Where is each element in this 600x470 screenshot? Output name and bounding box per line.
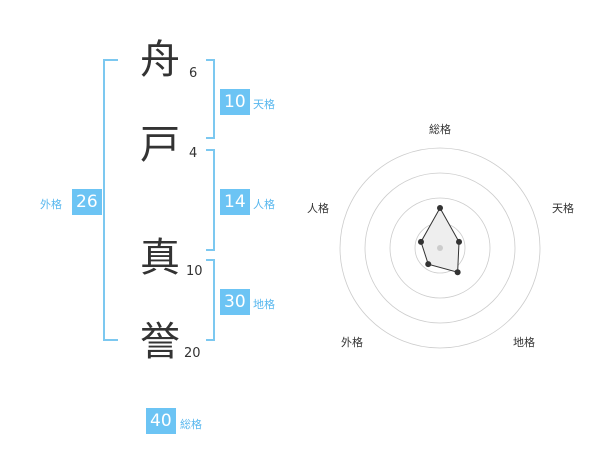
- gaikaku-value: 26: [72, 189, 102, 215]
- radar-polygon: [420, 206, 460, 273]
- tenkaku-bracket: [206, 59, 215, 139]
- radar-axis-label-gaikaku: 外格: [341, 335, 363, 349]
- jinkaku-value: 14: [220, 189, 250, 215]
- chikaku-bracket: [206, 259, 215, 341]
- radar-point-4: [425, 261, 432, 268]
- radar-point-5: [417, 238, 424, 245]
- jinkaku-bracket: [206, 149, 215, 251]
- jinkaku-label: 人格: [253, 198, 275, 211]
- radar-point-1: [437, 205, 443, 211]
- radar-center-dot: [437, 245, 443, 251]
- chikaku-value: 30: [220, 289, 250, 315]
- radar-ring-3: [389, 197, 491, 299]
- gaikaku-label: 外格: [40, 198, 62, 211]
- radar-point-3: [454, 269, 461, 276]
- name-char-2: 戸: [140, 122, 180, 168]
- soukaku-label: 総格: [180, 418, 202, 431]
- radar-ring-2: [364, 172, 516, 324]
- chikaku-label: 地格: [253, 298, 275, 311]
- name-char-3: 真: [140, 235, 180, 281]
- outer-bracket: [103, 59, 118, 341]
- radar-axis-label-soukaku: 総格: [429, 122, 451, 136]
- name-char-4: 誉: [140, 319, 180, 365]
- soukaku-value: 40: [146, 408, 176, 434]
- stroke-count-3: 10: [186, 264, 203, 279]
- stroke-count-1: 6: [189, 66, 198, 81]
- radar-ring-1: [339, 147, 541, 349]
- radar-axis-label-tenkaku: 天格: [552, 201, 574, 215]
- radar-axis-label-chikaku: 地格: [513, 335, 535, 349]
- radar-point-2: [456, 238, 463, 245]
- tenkaku-value: 10: [220, 89, 250, 115]
- tenkaku-label: 天格: [253, 98, 275, 111]
- stroke-count-4: 20: [184, 346, 201, 361]
- radar-axis-label-jinkaku: 人格: [307, 201, 329, 215]
- stroke-count-2: 4: [189, 146, 198, 161]
- name-char-1: 舟: [140, 37, 180, 83]
